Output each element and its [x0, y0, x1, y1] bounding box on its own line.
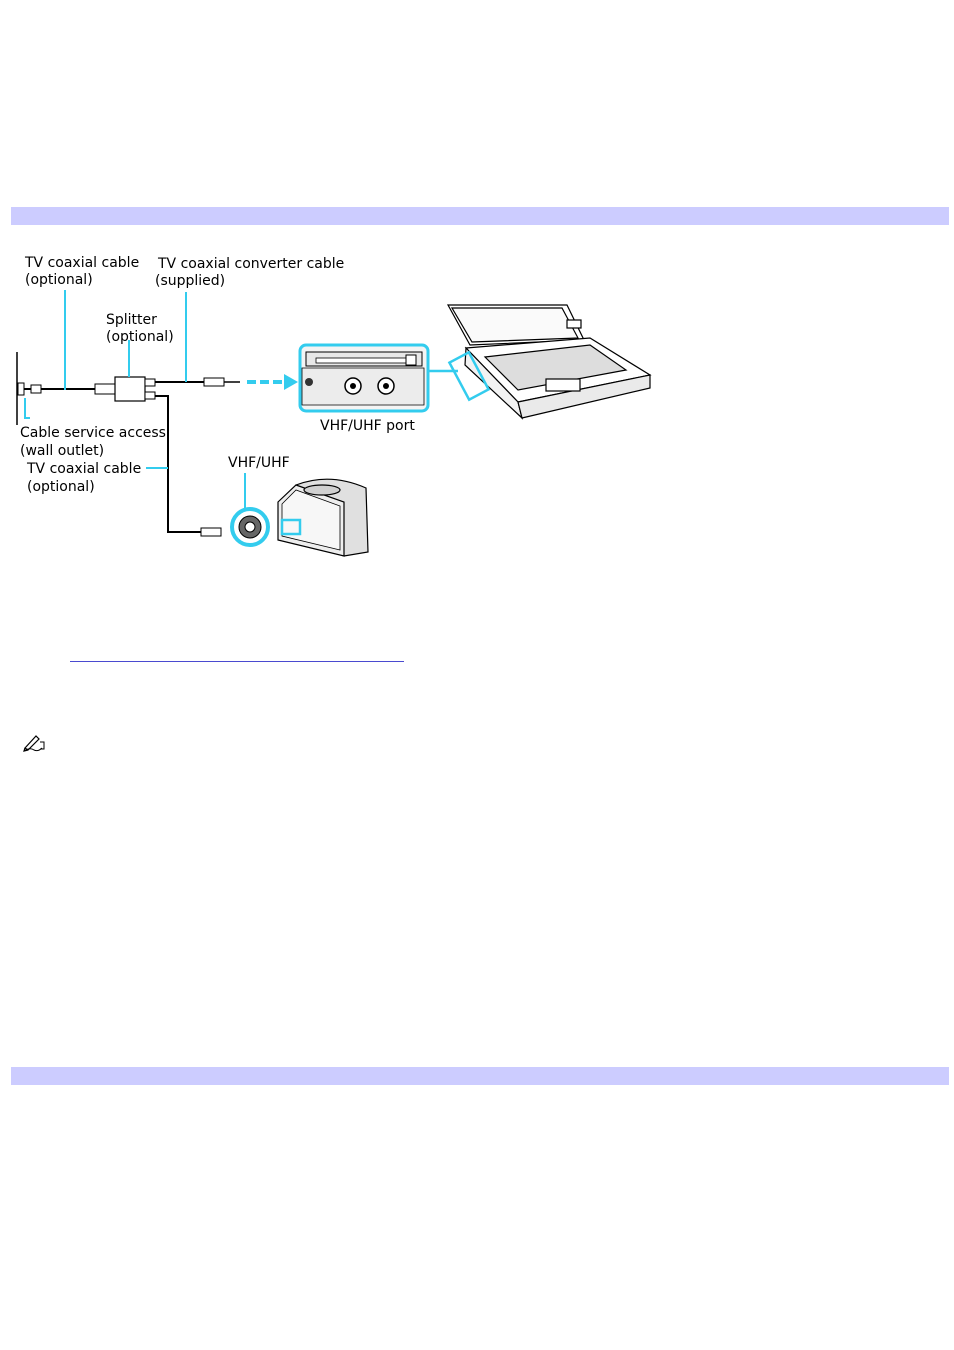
converter-plug	[204, 378, 224, 386]
insert-arrow	[247, 374, 298, 390]
label-splitter-optional: (optional)	[106, 329, 174, 345]
wall-outlet	[17, 352, 41, 425]
label-vhf-uhf: VHF/UHF	[228, 455, 290, 471]
laptop	[448, 305, 650, 418]
label-wall-outlet: (wall outlet)	[20, 443, 104, 459]
label-tv-coaxial-cable-bottom: TV coaxial cable	[26, 461, 141, 477]
label-converter-cable-supplied: (supplied)	[155, 273, 225, 289]
label-tv-coaxial-cable-top-optional: (optional)	[25, 272, 93, 288]
section-footer-band	[11, 1067, 949, 1085]
label-tv-coaxial-cable-top: TV coaxial cable	[24, 255, 139, 271]
hyperlink-underline[interactable]	[70, 661, 404, 662]
section-header-band	[11, 207, 949, 225]
label-splitter: Splitter	[106, 312, 157, 328]
label-cable-service-access: Cable service access	[20, 425, 166, 441]
television	[278, 479, 368, 556]
note-pencil-icon	[22, 732, 46, 752]
coax-cable-splitter-to-tv	[155, 396, 202, 532]
label-tv-coaxial-cable-bottom-optional: (optional)	[27, 479, 95, 495]
label-converter-cable: TV coaxial converter cable	[157, 256, 344, 272]
coax-connector	[95, 384, 115, 394]
tv-vhf-uhf-connector	[232, 509, 268, 545]
tv-connection-diagram: TV coaxial cable (optional) TV coaxial c…	[0, 240, 700, 570]
tv-cable-plug	[201, 528, 221, 536]
label-vhf-uhf-port: VHF/UHF port	[320, 418, 415, 434]
splitter	[115, 377, 155, 401]
vhf-uhf-port-closeup	[300, 345, 428, 411]
